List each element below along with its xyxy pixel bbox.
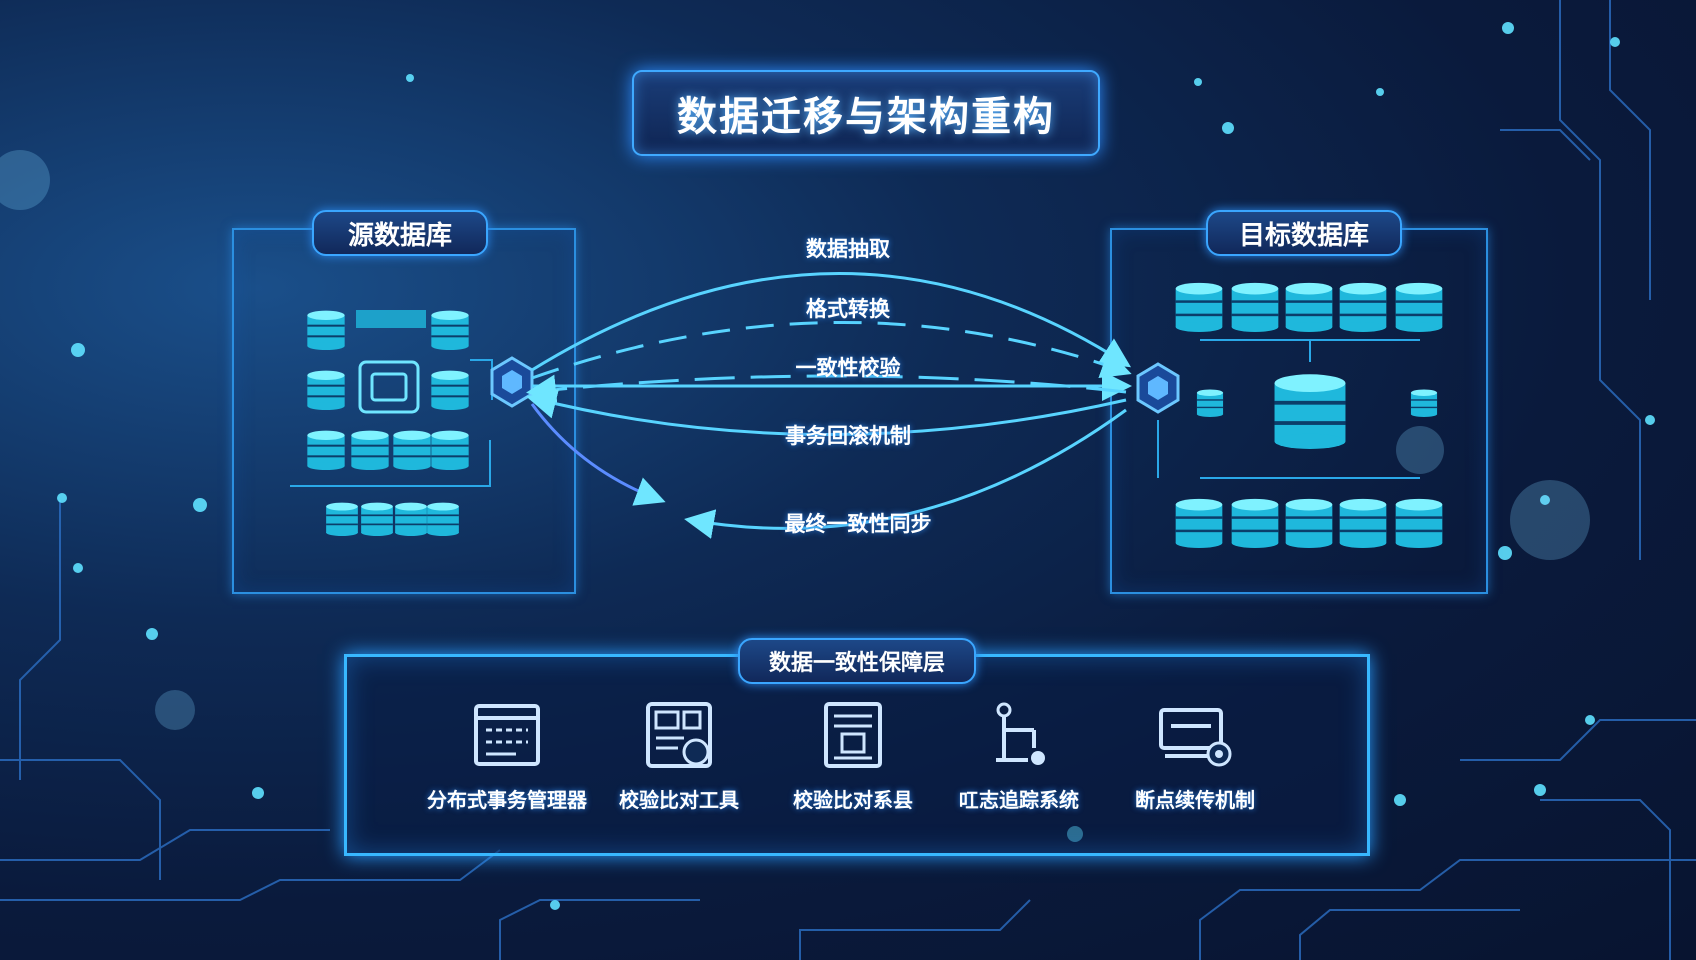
tool-resume-transfer: 断点续传机制 (1100, 700, 1290, 813)
tool-label: 校验比对工具 (619, 788, 739, 812)
resume-transfer-icon (1159, 708, 1232, 767)
tool-label: 分布式事务管理器 (427, 788, 587, 812)
source-db-tag: 源数据库 (312, 210, 488, 256)
title-banner: 数据迁移与架构重构 (632, 70, 1100, 156)
compare-system-icon (824, 702, 882, 768)
log-tracking-icon (996, 702, 1045, 765)
flow-label-verify: 一致性校验 (795, 356, 901, 380)
source-db-label: 源数据库 (347, 220, 452, 251)
flow-label-extract: 数据抽取 (806, 237, 890, 261)
flow-label-rollback: 事务回滚机制 (785, 424, 911, 448)
page-title: 数据迁移与架构重构 (677, 94, 1055, 140)
tool-compare-system: 校验比对系县 (758, 700, 948, 813)
target-db-tag: 目标数据库 (1206, 210, 1402, 256)
flow-arrow-transform (531, 320, 1132, 380)
compare-tool-icon (646, 702, 712, 768)
flow-label-sync: 最终一致性同步 (784, 512, 932, 536)
flow-arrow-rollback-2 (530, 403, 666, 506)
target-hub-icon (1136, 362, 1180, 414)
consistency-layer-tag: 数据一致性保障层 (738, 638, 976, 684)
source-server-chip-icon (356, 310, 426, 414)
flow-label-transform: 格式转换 (806, 297, 890, 321)
tool-transaction-manager: 分布式事务管理器 (412, 700, 602, 813)
flow-arrow-extract (531, 272, 1132, 372)
tool-compare-tool: 校验比对工具 (584, 700, 774, 813)
tool-log-tracking: 叿志追踪系统 (924, 700, 1114, 813)
tool-label: 叿志追踪系统 (959, 788, 1079, 812)
flow-arrow-rollback (526, 389, 1127, 436)
target-db-label: 目标数据库 (1238, 220, 1369, 251)
tool-label: 断点续传机制 (1135, 788, 1255, 812)
consistency-layer-label: 数据一致性保障层 (768, 651, 945, 676)
flow-arrow-verify-back (526, 374, 1127, 405)
tool-label: 校验比对系县 (793, 788, 913, 812)
flow-arrow-sync (684, 408, 1127, 539)
transaction-manager-icon (474, 704, 540, 766)
